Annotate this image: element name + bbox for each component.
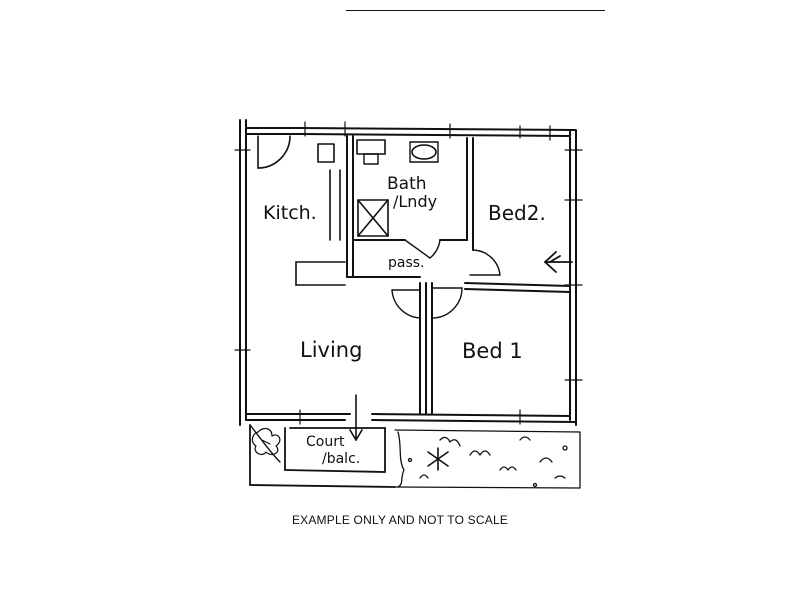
passage-walls xyxy=(399,244,571,415)
room-label-kitchen: Kitch. xyxy=(263,202,317,224)
entry-door xyxy=(257,135,291,169)
bath-laundry-walls xyxy=(346,135,474,278)
room-label-living: Living xyxy=(300,338,362,362)
entry-arrow xyxy=(544,251,573,273)
garden-strip xyxy=(394,429,581,489)
courtyard-arrow xyxy=(349,394,363,441)
outer-walls xyxy=(239,119,577,426)
room-label-bed2: Bed2. xyxy=(488,201,546,225)
living-bed1-doors xyxy=(391,287,463,319)
window-marks xyxy=(234,121,583,425)
bath-door xyxy=(404,239,441,259)
kitchen-fixtures xyxy=(295,143,346,286)
room-label-bed1: Bed 1 xyxy=(462,339,523,363)
room-label-bath: Bath xyxy=(387,174,427,194)
disclaimer-caption: EXAMPLE ONLY AND NOT TO SCALE xyxy=(291,513,509,527)
room-label-balcony: /balc. xyxy=(322,451,360,467)
room-label-passage: pass. xyxy=(388,255,425,271)
bed2-door xyxy=(469,249,501,276)
shower xyxy=(357,199,389,237)
courtyard-outline xyxy=(249,424,396,488)
room-label-laundry: /Lndy xyxy=(393,192,437,211)
top-rule xyxy=(346,10,605,11)
room-label-court: Court xyxy=(306,434,345,450)
plant-left xyxy=(251,427,281,456)
